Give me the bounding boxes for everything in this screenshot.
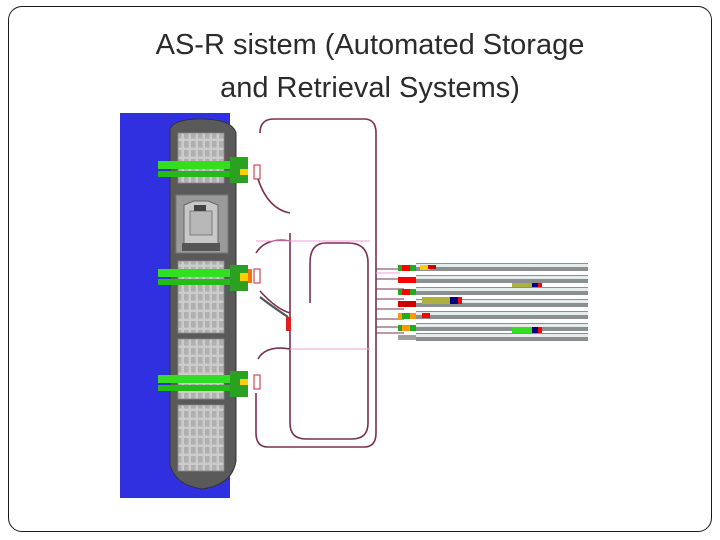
ship-bridge [175, 194, 229, 254]
crane2-lower-connector [259, 290, 291, 314]
storage-lane [398, 287, 588, 295]
storage-lane [398, 275, 588, 289]
agv-vehicle [286, 317, 291, 331]
crane-2 [158, 265, 261, 291]
agv-guide-lines [256, 240, 400, 350]
crane3-connector [257, 347, 291, 360]
outer-loop-track [255, 118, 377, 448]
cargo-bay [177, 404, 225, 472]
slide-title-line-2: and Retrieval Systems) [220, 72, 520, 104]
crane-1 [158, 157, 261, 183]
storage-lane [398, 297, 588, 307]
asrs-diagram-svg [120, 113, 588, 498]
storage-lane [398, 311, 588, 319]
storage-lane [398, 263, 588, 271]
storage-lane [398, 323, 588, 333]
inner-loop-track [289, 233, 369, 440]
storage-rack [398, 263, 588, 341]
storage-lane [398, 333, 588, 341]
crane2-connector [255, 239, 291, 254]
crane-3 [158, 371, 261, 397]
asrs-diagram [120, 113, 590, 498]
agv-track-network [255, 118, 377, 448]
crane1-connector [257, 178, 291, 214]
slide-title: AS-R sistem (Automated Storage and Retri… [100, 24, 640, 110]
agv-track-segment [259, 296, 289, 318]
slide-title-line-1: AS-R sistem (Automated Storage [155, 29, 585, 61]
